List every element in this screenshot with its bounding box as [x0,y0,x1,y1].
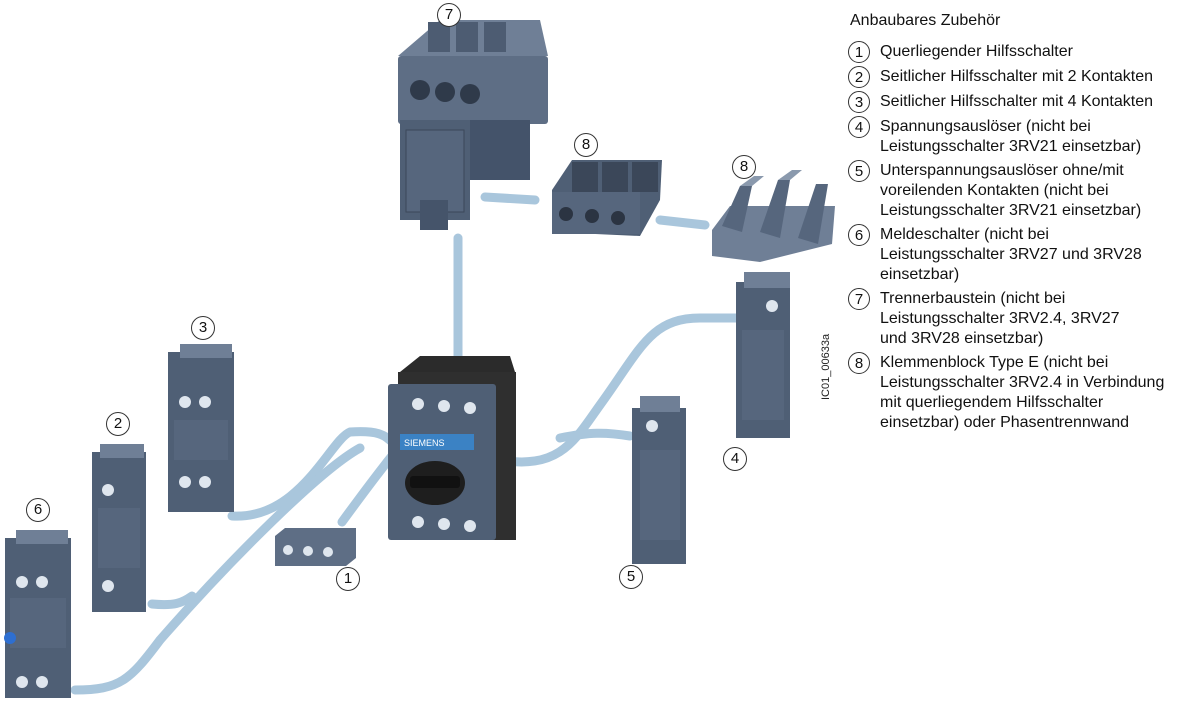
legend-item: 2 Seitlicher Hilfsschalter mit 2 Kontakte… [848,66,1198,88]
callout-2: 2 [106,412,130,436]
circuit-breaker: SIEMENS [388,356,516,540]
shunt-release-4 [736,272,790,438]
callout-8b: 8 [732,155,756,179]
accessory-diagram: SIEMENS [4,20,835,698]
legend-item: 1 Querliegender Hilfsschalter [848,41,1198,63]
legend-number: 3 [848,91,870,113]
legend-number: 7 [848,288,870,310]
phase-barrier-8b [712,170,835,262]
callout-5: 5 [619,565,643,589]
legend-text: Meldeschalter (nicht bei Leistungsschalt… [880,226,1142,283]
connector-8a-to-8b [655,215,710,230]
connector-3-to-breaker [227,427,397,521]
legend-item: 5 Unterspannungsauslöser ohne/mit voreile… [848,160,1198,221]
legend-title: Anbaubares Zubehör [850,12,1001,29]
breaker-brand: SIEMENS [404,438,445,448]
legend-text: Unterspannungsauslöser ohne/mit voreilen… [880,162,1142,219]
undervoltage-release-5 [632,396,686,564]
callout-4: 4 [723,447,747,471]
legend-text: Querliegender Hilfsschalter [880,43,1073,60]
legend-item: 8 Klemmenblock Type E (nicht bei Leistung… [848,352,1198,433]
legend-number: 6 [848,224,870,246]
legend-item: 3 Seitlicher Hilfsschalter mit 4 Kontakte… [848,91,1198,113]
legend-text: Seitlicher Hilfsschalter mit 4 Kontakten [880,93,1153,110]
legend-item: 6 Meldeschalter (nicht bei Leistungsschal… [848,224,1198,285]
legend-number: 2 [848,66,870,88]
legend-text: Seitlicher Hilfsschalter mit 2 Kontakten [880,68,1153,85]
legend-number: 1 [848,41,870,63]
legend-number: 5 [848,160,870,182]
connector-breaker-to-4 [495,313,743,467]
lateral-aux-switch-3 [168,344,234,512]
terminal-block-8a [552,160,662,236]
legend-text: Klemmenblock Type E (nicht bei Leistungs… [880,354,1165,431]
legend-number: 4 [848,116,870,138]
connector-breaker-to-5 [555,428,635,443]
connector-6-to-breaker [70,443,365,695]
document-id: IC01_00633a [820,333,832,400]
legend-number: 8 [848,352,870,374]
connector-7-to-8a [480,192,540,205]
callout-3: 3 [191,316,215,340]
lateral-aux-switch-2 [92,444,146,612]
callout-6: 6 [26,498,50,522]
disconnector-module-7 [398,20,548,230]
legend-text: Trennerbaustein (nicht bei Leistungsscha… [880,290,1120,347]
callout-8a: 8 [574,133,598,157]
connector-2-to-6path [147,591,197,610]
callout-1: 1 [336,567,360,591]
legend-item: 4 Spannungsauslöser (nicht bei Leistungss… [848,116,1198,157]
callout-7: 7 [437,3,461,27]
signalling-switch-6 [4,530,71,698]
legend-item: 7 Trennerbaustein (nicht bei Leistungssch… [848,288,1198,349]
legend-text: Spannungsauslöser (nicht bei Leistungssc… [880,118,1142,155]
legend: Anbaubares Zubehör 1 Querliegender Hilfss… [848,10,1198,437]
transverse-aux-switch-1 [275,528,356,566]
